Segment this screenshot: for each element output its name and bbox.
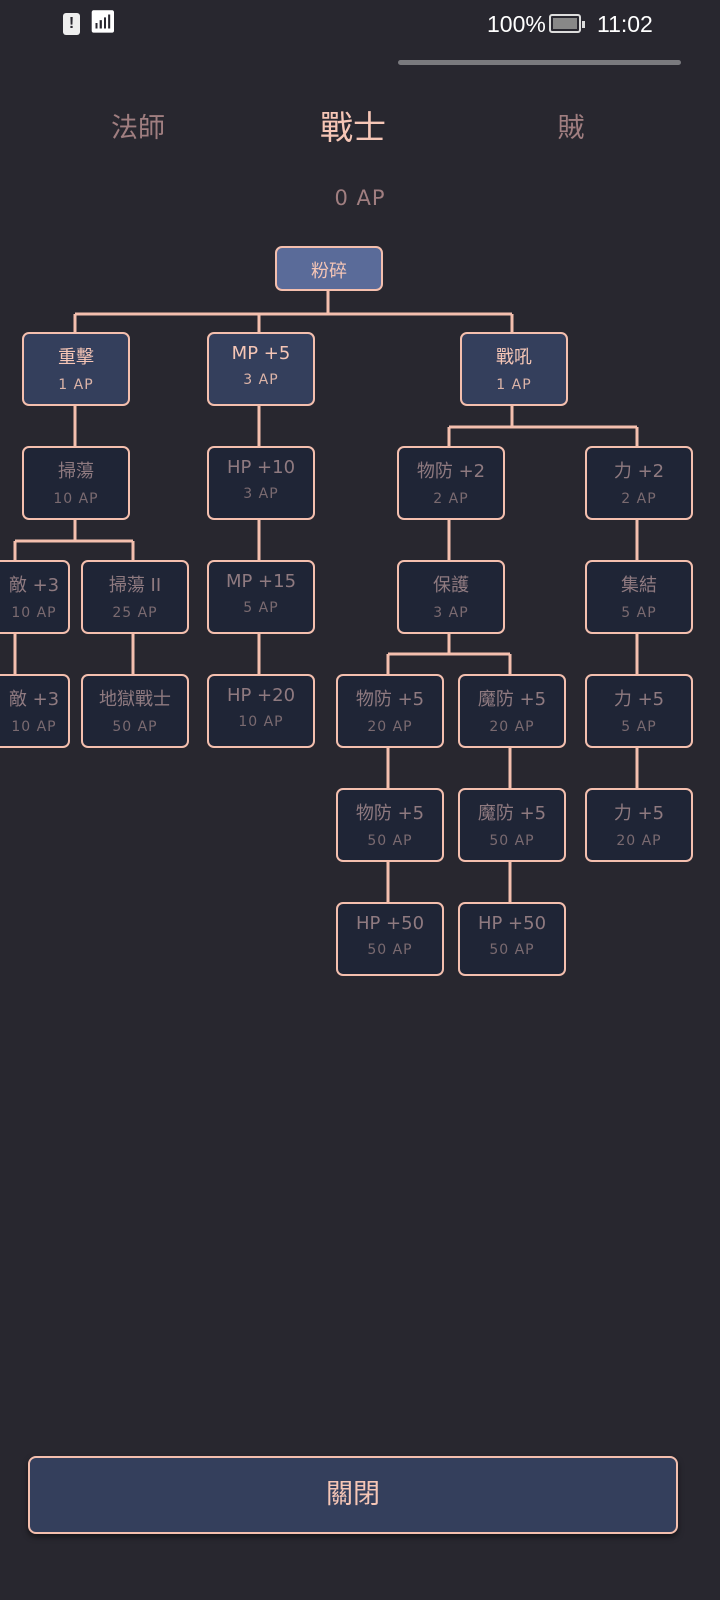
skill-cost: 5 AP [243,600,279,616]
skill-node[interactable]: HP +10 3 AP [207,446,315,520]
tab-thief[interactable]: 賊 [557,113,585,144]
clock: 11:02 [597,11,653,37]
skill-cost: 50 AP [112,719,158,735]
skill-node[interactable]: 敵 +3 10 AP [0,674,70,748]
skill-label: 粉碎 [311,261,347,282]
skill-node[interactable]: 掃蕩 10 AP [22,446,130,520]
skill-cost: 5 AP [621,719,657,735]
close-button[interactable]: 關閉 [28,1456,678,1534]
skill-node[interactable]: 力 +2 2 AP [585,446,693,520]
skill-node-root[interactable]: 粉碎 [275,246,383,291]
skill-cost: 2 AP [433,491,469,507]
skill-cost: 1 AP [496,377,532,393]
status-bar: ! 📶︎ 100% 11:02 [0,0,720,50]
skill-node[interactable]: 保護 3 AP [397,560,505,634]
skill-cost: 50 AP [367,833,413,849]
battery-percent: 100% [487,11,546,37]
skill-label: 魔防 +5 [477,803,547,824]
skill-cost: 5 AP [621,605,657,621]
skill-node[interactable]: 物防 +5 50 AP [336,788,444,862]
wifi-icon: 📶︎ [89,9,117,34]
skill-label: 物防 +2 [416,461,486,482]
skill-label: 物防 +5 [355,689,425,710]
ap-total: 0 AP [334,186,386,210]
skill-cost: 25 AP [112,605,158,621]
skill-node[interactable]: MP +5 3 AP [207,332,315,406]
skill-cost: 50 AP [489,942,535,958]
alert-icon: ! [63,13,80,35]
skill-cost: 10 AP [11,719,57,735]
scroll-indicator[interactable] [398,60,681,65]
skill-label: 敵 +3 [8,689,60,710]
skill-label: 戰吼 [496,347,532,368]
skill-label: HP +10 [226,457,296,478]
skill-cost: 50 AP [489,833,535,849]
skill-label: HP +20 [226,685,296,706]
skill-cost: 50 AP [367,942,413,958]
skill-node[interactable]: 敵 +3 10 AP [0,560,70,634]
skill-label: 敵 +3 [8,575,60,596]
battery-charging-icon [549,14,585,33]
skill-node[interactable]: 集結 5 AP [585,560,693,634]
skill-node[interactable]: HP +20 10 AP [207,674,315,748]
skill-label: MP +5 [231,343,291,364]
skill-node[interactable]: 魔防 +5 50 AP [458,788,566,862]
skill-node[interactable]: 力 +5 5 AP [585,674,693,748]
skill-cost: 3 AP [433,605,469,621]
skill-cost: 2 AP [621,491,657,507]
skill-cost: 3 AP [243,372,279,388]
skill-label: 魔防 +5 [477,689,547,710]
skill-cost: 20 AP [489,719,535,735]
skill-cost: 20 AP [367,719,413,735]
skill-label: 力 +2 [613,461,665,482]
skill-label: 力 +5 [613,803,665,824]
skill-label: 力 +5 [613,689,665,710]
skill-label: 掃蕩 II [108,575,162,596]
skill-node[interactable]: 力 +5 20 AP [585,788,693,862]
skill-node[interactable]: 重擊 1 AP [22,332,130,406]
skill-label: 保護 [433,575,469,596]
skill-node[interactable]: 戰吼 1 AP [460,332,568,406]
skill-label: HP +50 [477,913,547,934]
tab-warrior[interactable]: 戰士 [320,108,386,147]
skill-cost: 10 AP [238,714,284,730]
skill-cost: 3 AP [243,486,279,502]
skill-label: HP +50 [355,913,425,934]
skill-node[interactable]: HP +50 50 AP [458,902,566,976]
skill-label: 地獄戰士 [99,689,171,710]
skill-cost: 10 AP [11,605,57,621]
skill-cost: 10 AP [53,491,99,507]
skill-label: 集結 [621,575,657,596]
skill-tree-connectors [13,291,639,902]
skill-cost: 1 AP [58,377,94,393]
skill-node[interactable]: HP +50 50 AP [336,902,444,976]
skill-node[interactable]: MP +15 5 AP [207,560,315,634]
skill-node[interactable]: 地獄戰士 50 AP [81,674,189,748]
skill-label: 掃蕩 [58,461,94,482]
skill-node[interactable]: 物防 +5 20 AP [336,674,444,748]
skill-node[interactable]: 掃蕩 II 25 AP [81,560,189,634]
skill-cost: 20 AP [616,833,662,849]
skill-label: MP +15 [225,571,297,592]
tab-mage[interactable]: 法師 [111,113,165,144]
skill-node[interactable]: 物防 +2 2 AP [397,446,505,520]
skill-label: 物防 +5 [355,803,425,824]
skill-label: 重擊 [58,347,94,368]
skill-node[interactable]: 魔防 +5 20 AP [458,674,566,748]
